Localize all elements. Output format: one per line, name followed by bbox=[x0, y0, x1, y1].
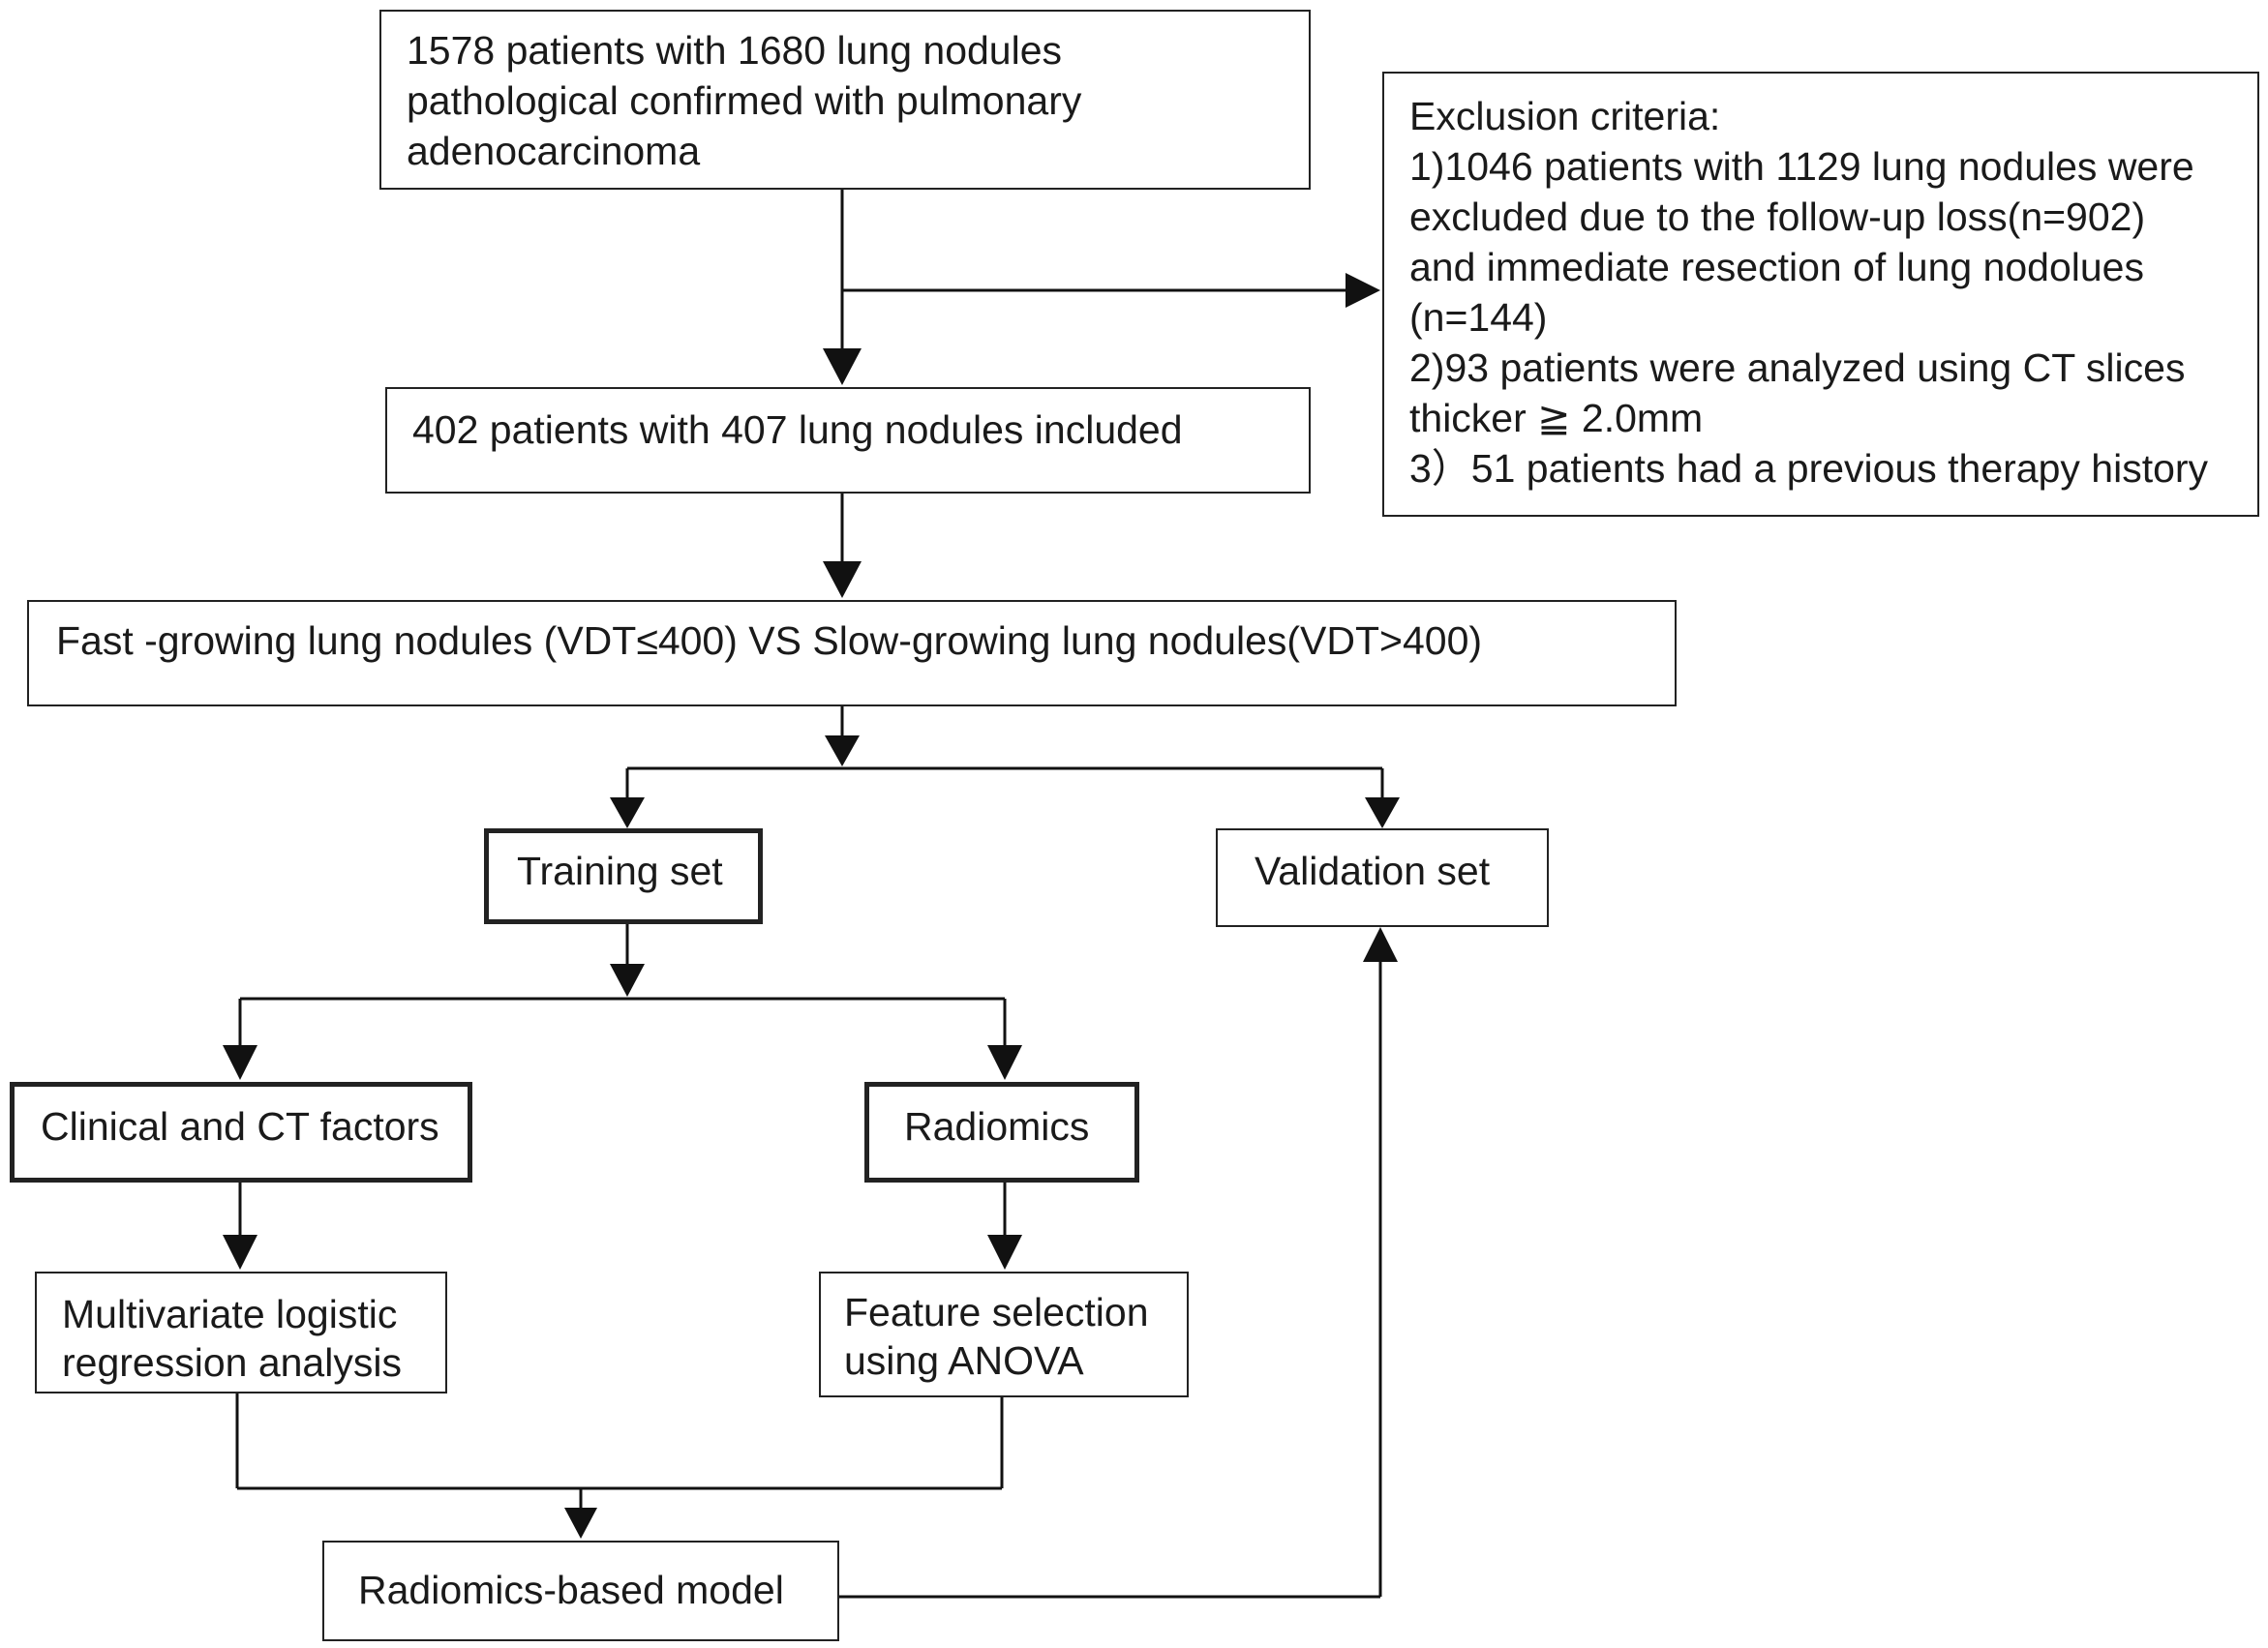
arrowhead-split2 bbox=[610, 964, 645, 997]
arrowhead-validation-up bbox=[1363, 927, 1398, 962]
arrowhead-training bbox=[610, 797, 645, 828]
exclusion-line-7: 3）51 patients had a previous therapy his… bbox=[1409, 446, 2209, 491]
exclusion-box bbox=[1382, 72, 2259, 517]
source-line-3: adenocarcinoma bbox=[407, 129, 701, 173]
feature-line-1: Feature selection bbox=[844, 1290, 1149, 1334]
radiomics-box bbox=[864, 1082, 1139, 1183]
arrowhead-model bbox=[564, 1508, 597, 1539]
source-line-2: pathological confirmed with pulmonary bbox=[407, 78, 1082, 123]
arrowhead-multivariate bbox=[223, 1235, 257, 1270]
multivariate-box bbox=[35, 1272, 447, 1393]
clinical-box bbox=[10, 1082, 472, 1183]
exclusion-line-6: thicker ≧ 2.0mm bbox=[1409, 396, 1704, 440]
exclusion-line-3: and immediate resection of lung nodolues bbox=[1409, 245, 2144, 289]
model-text: Radiomics-based model bbox=[358, 1568, 784, 1612]
radiomics-text: Radiomics bbox=[904, 1104, 1090, 1149]
included-text: 402 patients with 407 lung nodules inclu… bbox=[412, 407, 1183, 452]
clinical-text: Clinical and CT factors bbox=[41, 1104, 439, 1149]
groups-box bbox=[27, 600, 1677, 706]
arrowhead-feature bbox=[987, 1235, 1022, 1270]
arrowhead-exclusion bbox=[1346, 273, 1380, 308]
included-box bbox=[385, 387, 1311, 494]
training-box bbox=[484, 828, 763, 924]
exclusion-line-1: 1)1046 patients with 1129 lung nodules w… bbox=[1409, 144, 2194, 189]
arrowhead-split bbox=[825, 735, 860, 766]
exclusion-line-2: excluded due to the follow-up loss(n=902… bbox=[1409, 195, 2146, 239]
multivariate-line-2: regression analysis bbox=[62, 1340, 402, 1385]
groups-text: Fast -growing lung nodules (VDT≤400) VS … bbox=[56, 618, 1483, 663]
source-box bbox=[379, 10, 1311, 190]
arrowhead-validation bbox=[1365, 797, 1400, 828]
multivariate-line-1: Multivariate logistic bbox=[62, 1292, 398, 1336]
arrowhead-included bbox=[823, 348, 862, 385]
exclusion-title: Exclusion criteria: bbox=[1409, 94, 1721, 138]
exclusion-line-4: (n=144) bbox=[1409, 295, 1548, 340]
source-line-1: 1578 patients with 1680 lung nodules bbox=[407, 28, 1063, 73]
feature-line-2: using ANOVA bbox=[844, 1338, 1084, 1383]
exclusion-line-5: 2)93 patients were analyzed using CT sli… bbox=[1409, 345, 2186, 390]
model-box bbox=[322, 1541, 839, 1641]
training-text: Training set bbox=[517, 849, 723, 893]
arrowhead-radiomics bbox=[987, 1045, 1022, 1080]
arrowhead-clinical bbox=[223, 1045, 257, 1080]
validation-text: Validation set bbox=[1255, 849, 1491, 893]
arrowhead-groups bbox=[823, 561, 862, 598]
validation-box bbox=[1216, 828, 1549, 927]
feature-box bbox=[819, 1272, 1189, 1397]
